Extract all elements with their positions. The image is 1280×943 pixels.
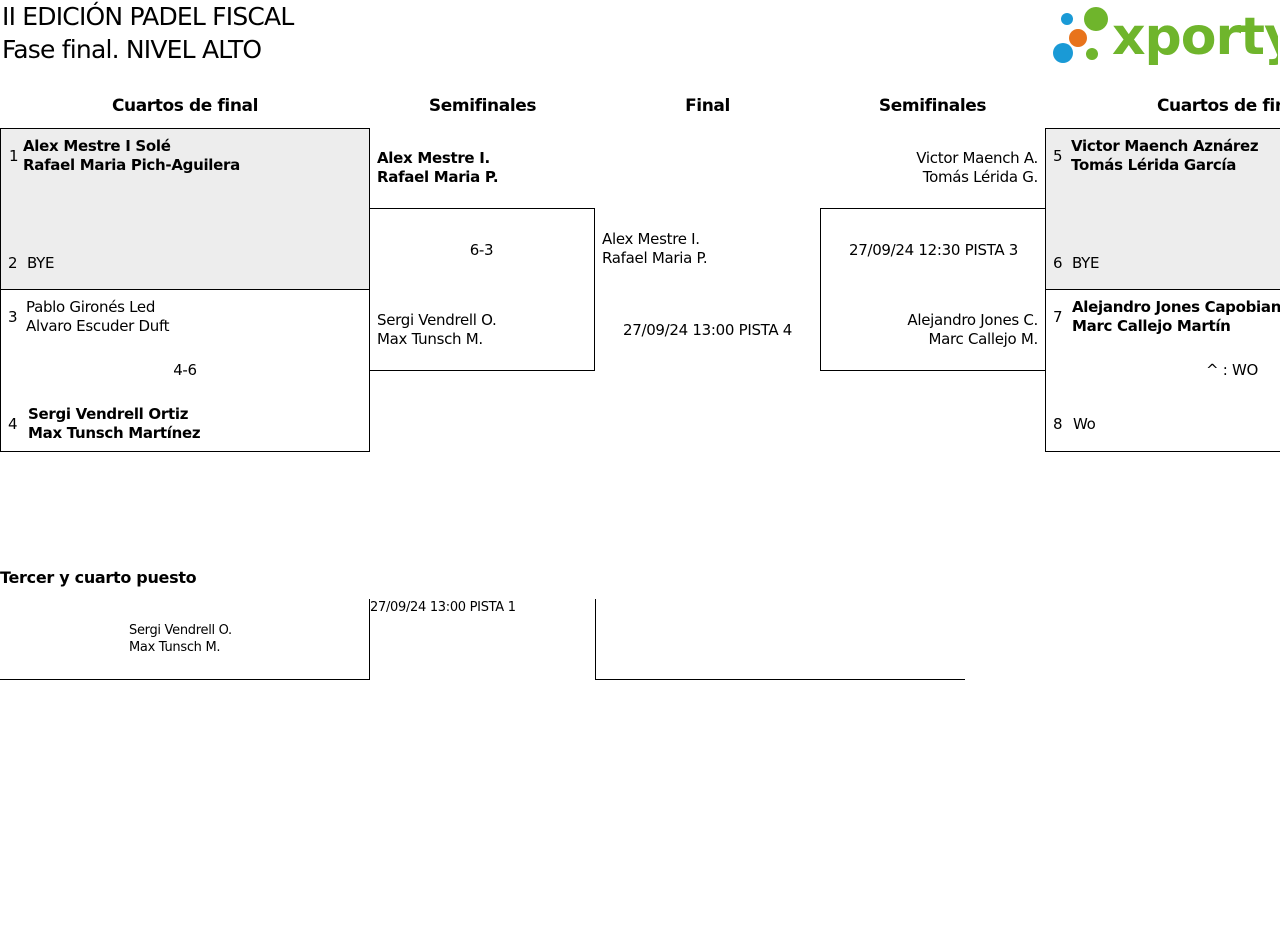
bye-label: BYE <box>27 254 55 272</box>
match-schedule: 27/09/24 13:00 PISTA 1 <box>370 600 516 615</box>
player-name: Rafael Maria Pich-Aguilera <box>23 156 240 174</box>
player-name: Marc Callejo M. <box>928 330 1038 348</box>
logo-dot-orange-icon <box>1069 29 1087 47</box>
bracket-line <box>369 599 370 680</box>
player-name: Marc Callejo Martín <box>1072 317 1231 335</box>
logo-dot-blue-icon <box>1061 13 1073 25</box>
seed-number: 5 <box>1053 147 1063 165</box>
player-name: Rafael Maria P. <box>377 168 499 186</box>
player-name: Sergi Vendrell Ortiz <box>28 405 189 423</box>
bracket-line <box>0 679 370 680</box>
logo-dot-green-icon <box>1084 7 1108 31</box>
qf-right-match1: 5 Victor Maench Aznárez Tomás Lérida Gar… <box>1045 128 1280 290</box>
column-header-qf-right: Cuartos de final <box>1156 96 1280 116</box>
column-header-sf-left: Semifinales <box>428 96 537 116</box>
qf-left-match2: 3 Pablo Gironés Led Alvaro Escuder Duft … <box>0 289 370 452</box>
player-name: Alex Mestre I. <box>602 230 700 248</box>
seed-number: 3 <box>8 308 18 326</box>
player-name: Pablo Gironés Led <box>26 298 156 316</box>
player-name: Sergi Vendrell O. <box>377 311 497 329</box>
player-name: Max Tunsch M. <box>377 330 483 348</box>
player-name: Alex Mestre I. <box>377 149 490 167</box>
player-name: Max Tunsch M. <box>129 640 221 655</box>
match-score: 4-6 <box>173 361 197 379</box>
seed-number: 7 <box>1053 308 1063 326</box>
seed-number: 1 <box>9 147 19 165</box>
player-name: Alvaro Escuder Duft <box>26 317 170 335</box>
seed-number: 2 <box>8 254 18 272</box>
sf-right-match: 27/09/24 12:30 PISTA 3 Alejandro Jones C… <box>820 208 1046 371</box>
match-score: 6-3 <box>469 241 494 259</box>
column-header-qf-left: Cuartos de final <box>111 96 259 116</box>
player-name: Sergi Vendrell O. <box>129 623 232 638</box>
seed-number: 8 <box>1053 415 1063 433</box>
match-score: ^ : WO <box>1206 361 1258 379</box>
phase-title: Fase final. NIVEL ALTO <box>2 35 262 64</box>
bracket-line <box>595 599 596 680</box>
player-name: Tomás Lérida G. <box>922 168 1039 186</box>
qf-right-match2: 7 Alejandro Jones Capobianco Marc Callej… <box>1045 289 1280 452</box>
player-name: Tomás Lérida García <box>1071 156 1237 174</box>
seed-number: 6 <box>1053 254 1063 272</box>
sf-left-match: 6-3 Sergi Vendrell O. Max Tunsch M. <box>369 208 595 371</box>
player-name: Victor Maench Aznárez <box>1071 137 1259 155</box>
player-name: Victor Maench A. <box>916 149 1038 167</box>
column-header-sf-right: Semifinales <box>878 96 987 116</box>
player-name: Alejandro Jones C. <box>907 311 1038 329</box>
wo-label: Wo <box>1073 415 1096 433</box>
logo-dot-blue2-icon <box>1053 43 1073 63</box>
tournament-title: II EDICIÓN PADEL FISCAL <box>2 2 294 31</box>
bracket-line <box>595 679 965 680</box>
logo-dot-green2-icon <box>1086 48 1098 60</box>
player-name: Rafael Maria P. <box>602 249 708 267</box>
player-name: Max Tunsch Martínez <box>28 424 201 442</box>
bye-label: BYE <box>1072 254 1100 272</box>
column-header-final: Final <box>685 96 730 116</box>
seed-number: 4 <box>8 415 18 433</box>
player-name: Alex Mestre I Solé <box>23 137 171 155</box>
third-place-title: Tercer y cuarto puesto <box>0 568 197 587</box>
logo-text: xporty <box>1112 7 1278 67</box>
match-schedule: 27/09/24 12:30 PISTA 3 <box>848 241 1019 259</box>
xporty-logo: xporty <box>1050 2 1280 68</box>
qf-left-match1: 1 Alex Mestre I Solé Rafael Maria Pich-A… <box>0 128 370 290</box>
match-schedule: 27/09/24 13:00 PISTA 4 <box>622 321 793 339</box>
player-name: Alejandro Jones Capobianco <box>1072 298 1280 316</box>
